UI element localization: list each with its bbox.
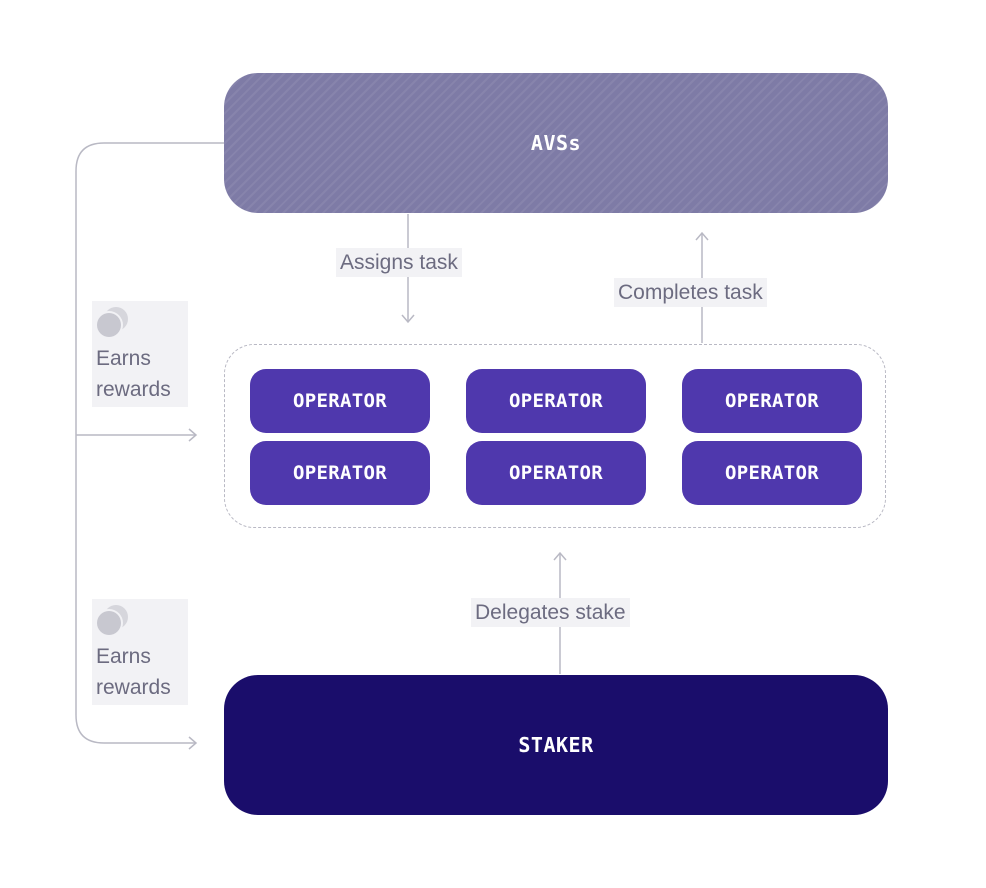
operator-node: OPERATOR xyxy=(250,441,430,505)
coin-front-shape xyxy=(97,313,121,337)
operator-group xyxy=(224,344,886,528)
operator-node: OPERATOR xyxy=(466,369,646,433)
staker-label: STAKER xyxy=(518,733,594,757)
earns-rewards-line2: rewards xyxy=(96,676,171,699)
arrowhead-operators xyxy=(188,428,198,442)
operator-node: OPERATOR xyxy=(682,441,862,505)
earns-rewards-text: Earns rewards xyxy=(92,343,188,407)
earns-rewards-operators: Earns rewards xyxy=(92,301,188,407)
avs-label: AVSs xyxy=(530,131,582,155)
assigns-task-label: Assigns task xyxy=(336,248,462,277)
operator-node: OPERATOR xyxy=(466,441,646,505)
delegates-stake-label: Delegates stake xyxy=(471,598,630,627)
earns-rewards-line1: Earns xyxy=(96,347,151,370)
arrowhead-completes-task xyxy=(695,231,709,241)
staker-node: STAKER xyxy=(224,675,888,815)
avs-node: AVSs xyxy=(224,73,888,213)
coins-icon xyxy=(92,301,188,343)
operator-grid: OPERATOR OPERATOR OPERATOR OPERATOR OPER… xyxy=(250,369,862,505)
operator-node: OPERATOR xyxy=(250,369,430,433)
arrowhead-delegates-stake xyxy=(553,551,567,561)
operator-node: OPERATOR xyxy=(682,369,862,433)
coins-icon xyxy=(92,599,188,641)
coin-front-shape xyxy=(97,611,121,635)
earns-rewards-line1: Earns xyxy=(96,645,151,668)
earns-rewards-staker: Earns rewards xyxy=(92,599,188,705)
completes-task-label: Completes task xyxy=(614,278,767,307)
arrowhead-staker xyxy=(188,736,198,750)
earns-rewards-text: Earns rewards xyxy=(92,641,188,705)
earns-rewards-line2: rewards xyxy=(96,378,171,401)
arrowhead-assigns-task xyxy=(401,314,415,324)
reward-bus-line xyxy=(75,142,224,744)
